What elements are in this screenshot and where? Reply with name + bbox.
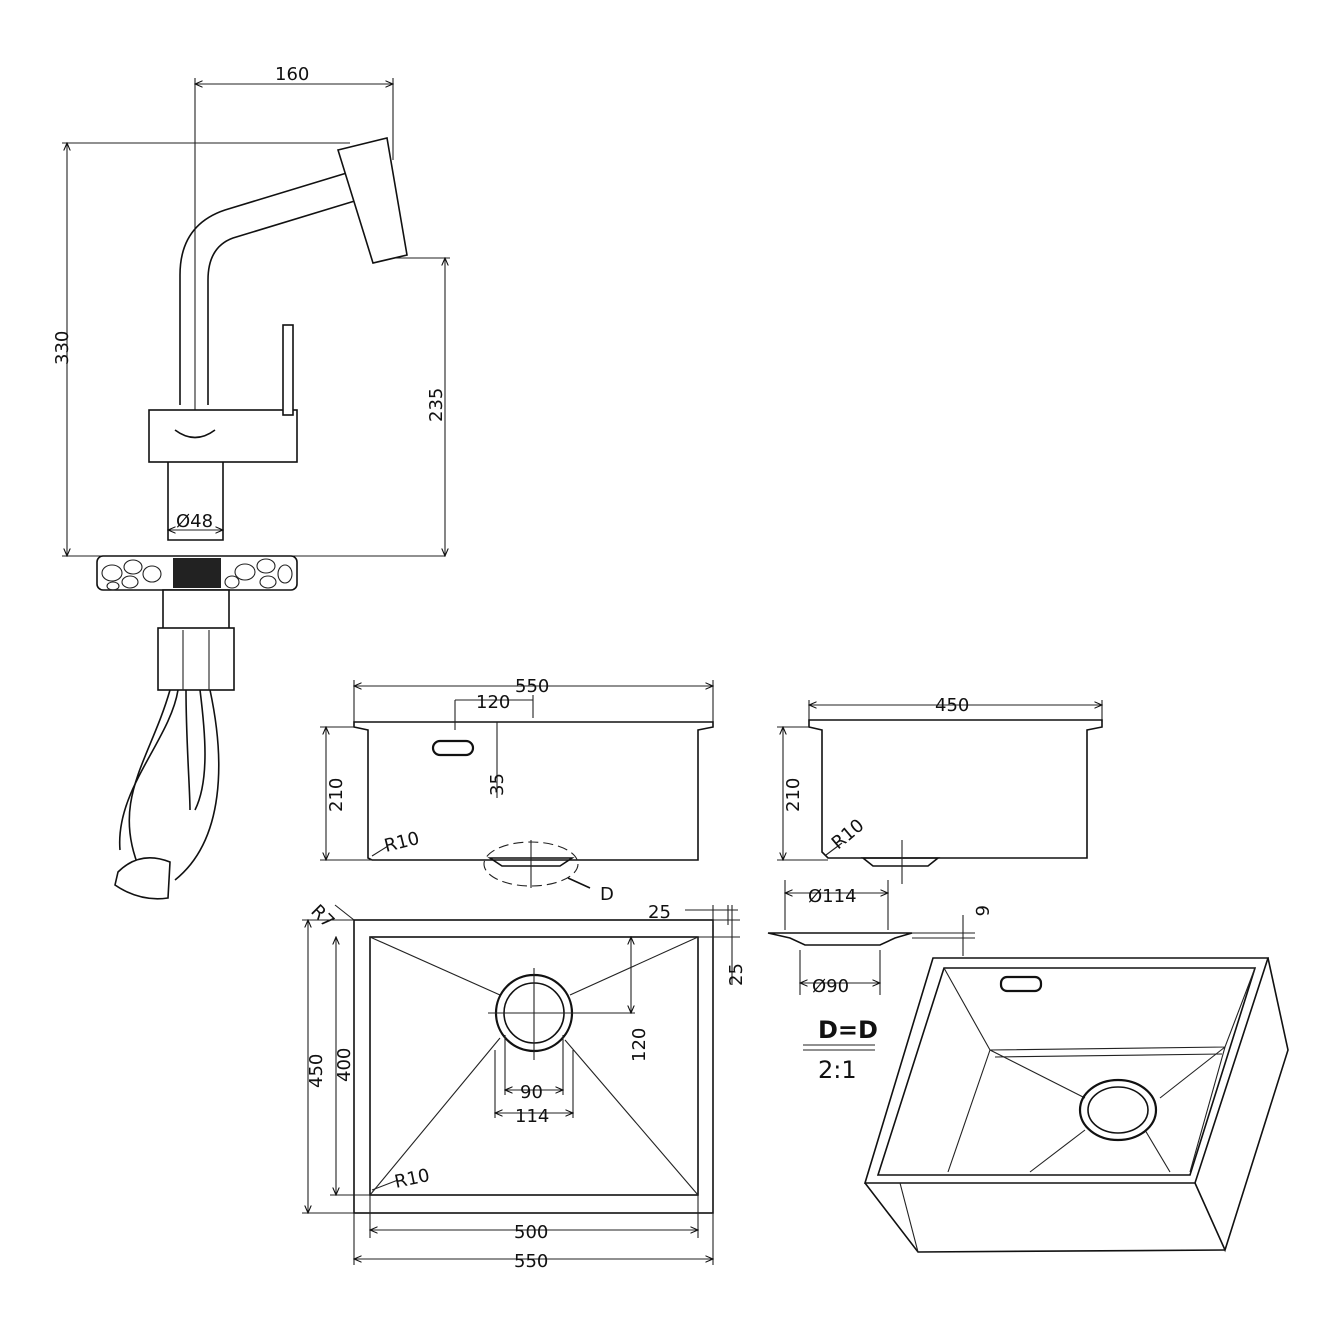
dim-drain-inner: Ø90 — [812, 976, 849, 997]
dim-side-depth: 210 — [783, 778, 804, 812]
dim-front-depth: 210 — [326, 778, 347, 812]
dim-flange-top: 25 — [648, 902, 671, 923]
sink-side-view: 450 210 R10 — [777, 695, 1102, 884]
dim-top-inner-height: 400 — [334, 1048, 355, 1082]
label-top-r7: R7 — [306, 901, 338, 933]
dim-side-width: 450 — [935, 695, 969, 716]
dim-front-width: 550 — [515, 676, 549, 697]
sink-3d-view — [863, 957, 1289, 1253]
label-detail-d: D — [600, 884, 614, 905]
dim-top-outer-height: 450 — [306, 1054, 327, 1088]
dim-faucet-width: 160 — [275, 64, 309, 85]
label-side-radius: R10 — [828, 815, 869, 854]
sink-top-view: R7 25 25 450 400 120 90 114 R10 — [302, 901, 747, 1272]
dim-drain-offset: 120 — [629, 1028, 650, 1062]
dim-flange-side: 25 — [726, 963, 747, 986]
dim-base-dia: Ø48 — [176, 511, 213, 532]
dim-overflow-offset: 120 — [476, 692, 510, 713]
faucet-view: 160 330 235 Ø48 — [52, 64, 450, 900]
label-front-radius: R10 — [382, 828, 421, 857]
dim-spout-height: 235 — [426, 388, 447, 422]
dim-drain-114: 114 — [515, 1106, 549, 1127]
dim-drain-90: 90 — [520, 1082, 543, 1103]
dim-top-inner-width: 500 — [514, 1222, 548, 1243]
dim-overflow-height: 35 — [487, 773, 508, 796]
detail-title: D=D — [818, 1016, 878, 1044]
detail-scale: 2:1 — [818, 1056, 857, 1084]
dim-top-outer-width: 550 — [514, 1251, 548, 1272]
dim-faucet-height: 330 — [52, 331, 73, 365]
label-top-r10: R10 — [393, 1165, 432, 1193]
dim-drain-outer: Ø114 — [808, 886, 857, 907]
dim-drain-thickness: 6 — [971, 905, 992, 916]
sink-front-view: 550 120 35 210 R10 D — [320, 676, 713, 905]
drain-detail: Ø114 6 Ø90 D=D 2:1 — [767, 880, 992, 1084]
